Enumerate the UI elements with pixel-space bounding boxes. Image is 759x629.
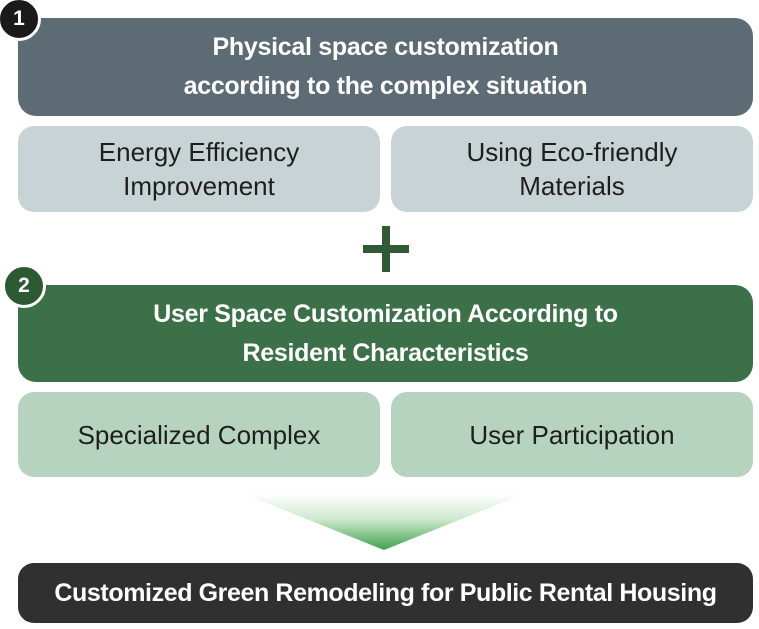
plus-icon — [363, 226, 409, 272]
step1-badge: 1 — [0, 0, 41, 41]
result-banner: Customized Green Remodeling for Public R… — [18, 563, 753, 623]
step2-badge: 2 — [2, 264, 46, 308]
step1-title-line1: Physical space customization — [212, 33, 559, 61]
step1-title-line2: according to the complex situation — [183, 72, 588, 100]
step1-item-line1: Energy Efficiency — [98, 137, 300, 167]
down-arrow-gradient-icon — [244, 494, 524, 550]
step1-item-energy-efficiency: Energy Efficiency Improvement — [18, 126, 380, 212]
step2-item-user-participation: User Participation — [391, 392, 753, 477]
step1-item-line2: Improvement — [123, 171, 275, 201]
step2-item-specialized-complex: Specialized Complex — [18, 392, 380, 477]
step1-item-line2: Materials — [519, 171, 625, 201]
step2-item-label: User Participation — [469, 419, 675, 450]
step2-header: User Space Customization According to Re… — [18, 285, 753, 382]
result-label: Customized Green Remodeling for Public R… — [54, 578, 717, 607]
step2-title-line1: User Space Customization According to — [153, 299, 618, 328]
step1-header: Physical space customization according t… — [18, 18, 753, 116]
step1-item-line1: Using Eco-friendly — [466, 137, 678, 167]
step1-item-eco-materials: Using Eco-friendly Materials — [391, 126, 753, 212]
step2-title-line2: Resident Characteristics — [242, 338, 529, 367]
step2-item-label: Specialized Complex — [77, 419, 321, 450]
